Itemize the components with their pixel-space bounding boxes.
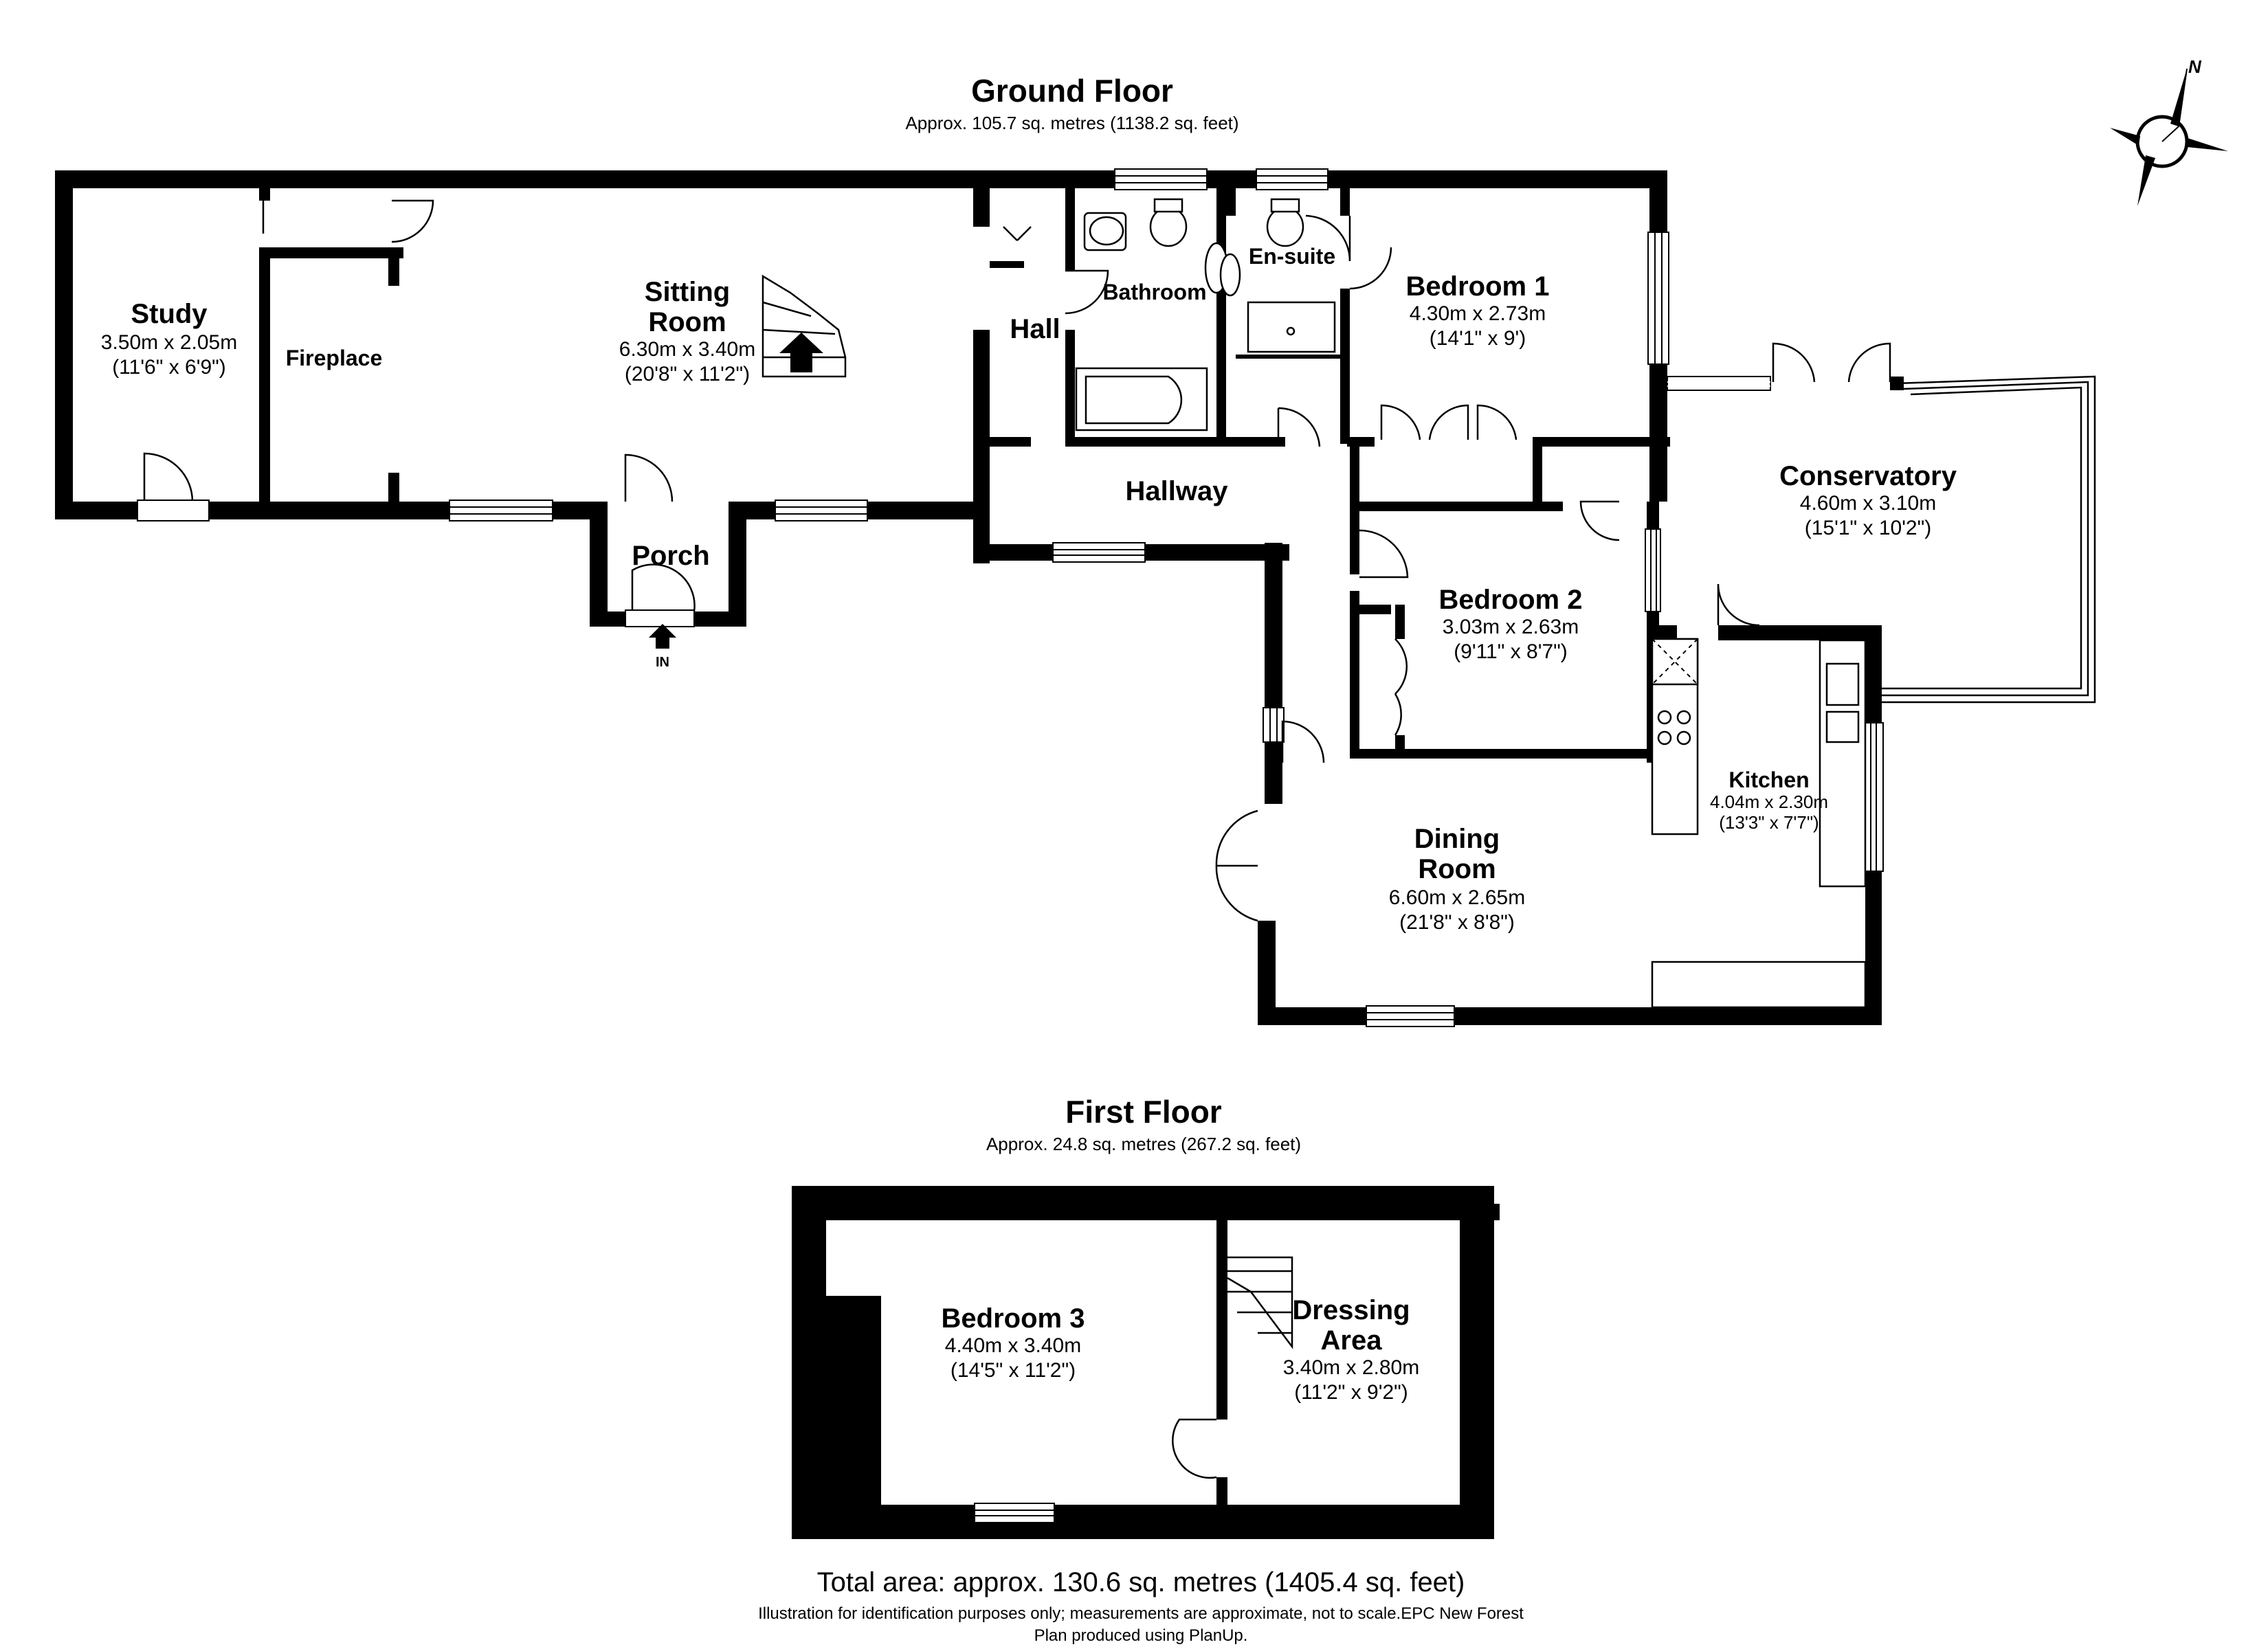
ground-floor-plan [55, 168, 2096, 1027]
bedroom3-name: Bedroom 3 [942, 1303, 1085, 1334]
bedroom3-dim-ft: (14'5" x 11'2") [950, 1359, 1076, 1382]
hallway-name: Hallway [1126, 476, 1229, 506]
compass-rose: N [2110, 56, 2228, 206]
dressing-area-name-2: Area [1321, 1325, 1383, 1356]
dining-room-dim-ft: (21'8" x 8'8") [1399, 911, 1515, 934]
ensuite-name: En-suite [1249, 244, 1335, 269]
study-name: Study [131, 299, 208, 329]
disclaimer: Illustration for identification purposes… [758, 1604, 1524, 1623]
conservatory-name: Conservatory [1779, 461, 1957, 491]
bedroom1-dim-m: 4.30m x 2.73m [1410, 302, 1546, 325]
conservatory-dim-ft: (15'1" x 10'2") [1805, 517, 1932, 539]
first-floor-plan [792, 1186, 1500, 1539]
dressing-area-name-1: Dressing [1292, 1295, 1410, 1325]
ground-floor-doors [137, 199, 1891, 922]
study-dim-ft: (11'6" x 6'9") [112, 356, 226, 379]
sitting-room-name-2: Room [648, 307, 726, 337]
first-floor-stairs [1227, 1256, 1293, 1349]
ground-floor-title: Ground Floor [971, 73, 1173, 109]
bedroom2-dim-m: 3.03m x 2.63m [1443, 616, 1579, 638]
plan-credit: Plan produced using PlanUp. [1034, 1626, 1248, 1645]
bedroom2-dim-ft: (9'11" x 8'7") [1454, 640, 1568, 663]
total-area: Total area: approx. 130.6 sq. metres (14… [817, 1567, 1465, 1597]
study-dim-m: 3.50m x 2.05m [101, 331, 237, 354]
first-floor-area: Approx. 24.8 sq. metres (267.2 sq. feet) [986, 1134, 1301, 1154]
sitting-room-dim-m: 6.30m x 3.40m [619, 338, 755, 361]
bedroom1-dim-ft: (14'1" x 9') [1430, 327, 1526, 350]
bedroom2-name: Bedroom 2 [1439, 585, 1583, 615]
kitchen-fixtures [1651, 638, 1867, 1009]
kitchen-dim-m: 4.04m x 2.30m [1710, 792, 1828, 812]
bedroom1-name: Bedroom 1 [1406, 271, 1550, 302]
ground-floor-windows [449, 168, 1884, 1027]
conservatory-dim-m: 4.60m x 3.10m [1800, 492, 1936, 515]
ground-floor-area: Approx. 105.7 sq. metres (1138.2 sq. fee… [905, 113, 1238, 133]
kitchen-name: Kitchen [1728, 767, 1809, 792]
sitting-room-dim-ft: (20'8" x 11'2") [625, 363, 750, 385]
dressing-area-dim-ft: (11'2" x 9'2") [1294, 1381, 1408, 1404]
bathroom-name: Bathroom [1102, 280, 1206, 304]
cupboards [1003, 226, 1032, 241]
conservatory-glazing [1882, 375, 2096, 704]
dining-room-name-1: Dining [1414, 824, 1500, 854]
bathroom-fixtures [1075, 198, 1336, 431]
compass-north-label: N [2188, 56, 2202, 77]
entrance-arrow-icon [649, 624, 676, 649]
dining-room-name-2: Room [1418, 854, 1496, 884]
hall-name: Hall [1010, 314, 1060, 344]
sitting-room-stairs [761, 274, 847, 378]
dressing-area-dim-m: 3.40m x 2.80m [1283, 1356, 1419, 1379]
dining-room-dim-m: 6.60m x 2.65m [1389, 886, 1525, 909]
porch-name: Porch [632, 541, 709, 571]
first-floor-title: First Floor [1065, 1094, 1222, 1130]
entrance-label: IN [656, 655, 669, 670]
ground-floor-walls [55, 170, 1904, 1025]
sitting-room-name-1: Sitting [645, 277, 730, 307]
labels: Ground Floor Approx. 105.7 sq. metres (1… [101, 73, 1957, 1645]
fireplace-label: Fireplace [286, 346, 383, 370]
bedroom3-dim-m: 4.40m x 3.40m [945, 1334, 1081, 1357]
kitchen-dim-ft: (13'3" x 7'7") [1719, 812, 1819, 833]
